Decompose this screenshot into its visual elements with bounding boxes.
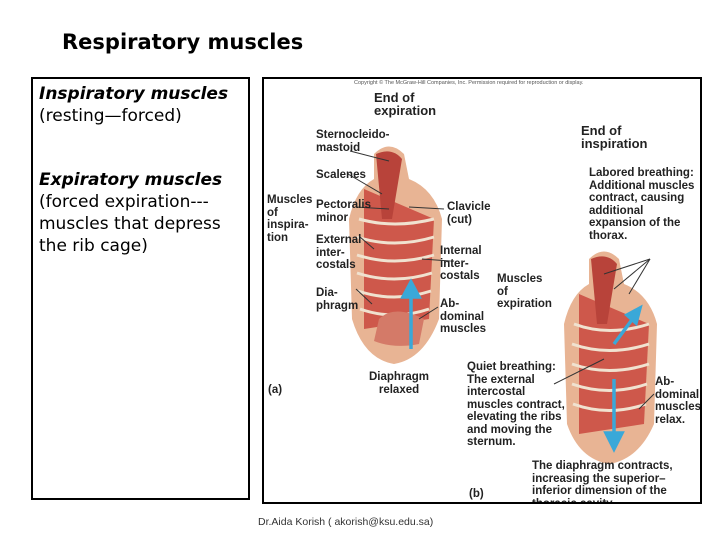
- inspiratory-heading: Inspiratory muscles: [39, 83, 242, 105]
- label-muscles-of-inspiration: Muscles of inspira-tion: [267, 194, 313, 244]
- label-quiet-breathing: Quiet breathing: The external intercosta…: [467, 361, 567, 449]
- label-abdominal-muscles: Ab-dominal muscles: [440, 298, 488, 336]
- label-internal-intercostals: Internal inter-costals: [440, 245, 486, 283]
- label-diaphragm-relaxed: Diaphragm relaxed: [368, 371, 430, 396]
- muscle-summary-box: Inspiratory muscles (resting—forced) Exp…: [31, 77, 250, 500]
- label-labored-breathing: Labored breathing: Additional muscles co…: [589, 167, 701, 242]
- label-diaphragm: Dia-phragm: [316, 287, 358, 312]
- expiratory-heading: Expiratory muscles: [39, 169, 242, 191]
- label-scalenes: Scalenes: [316, 169, 366, 182]
- slide-footer: Dr.Aida Korish ( akorish@ksu.edu.sa): [258, 516, 433, 528]
- label-abdominal-relax: Ab-dominal muscles relax.: [655, 376, 701, 426]
- label-end-of-expiration: End of expiration: [374, 91, 444, 117]
- label-pectoralis-minor: Pectoralis minor: [316, 199, 376, 224]
- label-end-of-inspiration: End of inspiration: [581, 124, 656, 150]
- panel-b-label: (b): [469, 488, 484, 501]
- label-clavicle: Clavicle (cut): [447, 201, 492, 226]
- figure-copyright: Copyright © The McGraw-Hill Companies, I…: [354, 80, 583, 86]
- inspiratory-note: (resting—forced): [39, 105, 242, 127]
- label-diaphragm-contracts: The diaphragm contracts, increasing the …: [532, 460, 702, 504]
- label-muscles-of-expiration: Muscles of expiration: [497, 273, 555, 311]
- panel-a-label: (a): [268, 384, 282, 397]
- label-external-intercostals: External inter-costals: [316, 234, 362, 272]
- expiratory-note: (forced expiration---muscles that depres…: [39, 191, 242, 257]
- label-sternocleidomastoid: Sternocleido-mastoid: [316, 129, 391, 154]
- slide-title: Respiratory muscles: [62, 30, 303, 54]
- respiratory-muscles-figure: Copyright © The McGraw-Hill Companies, I…: [262, 77, 702, 504]
